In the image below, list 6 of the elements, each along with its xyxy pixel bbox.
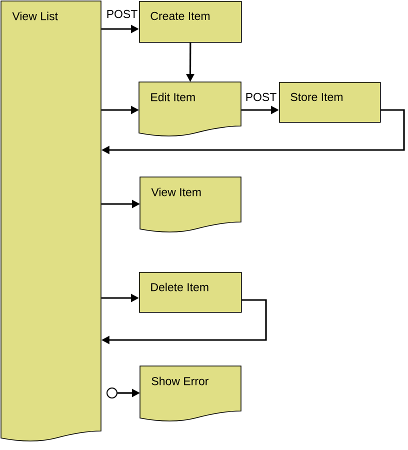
start-circle (106, 388, 118, 398)
process-box: Create Item (139, 1, 242, 43)
process-box: Store Item (279, 82, 381, 123)
edge-label: POST (107, 10, 138, 18)
edge-label: POST (246, 92, 276, 102)
process-box: Delete Item (139, 272, 242, 313)
